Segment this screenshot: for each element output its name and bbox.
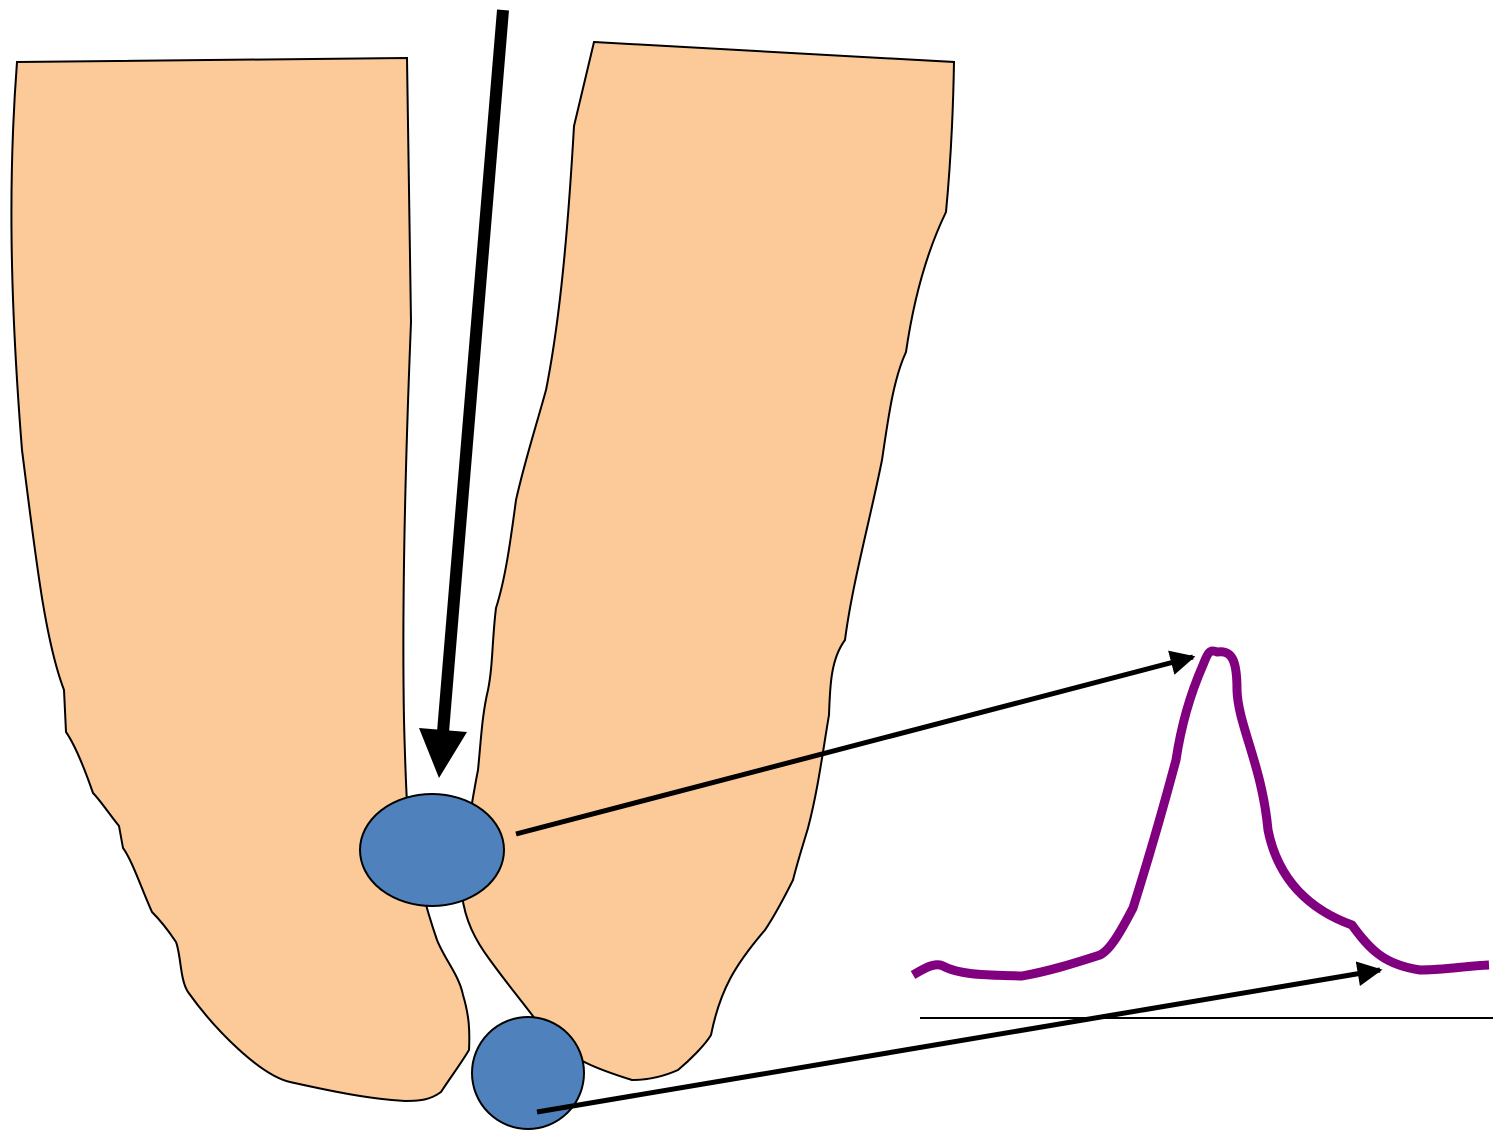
signal-trace xyxy=(910,646,1490,981)
left-lobe xyxy=(10,56,471,1103)
baseline-pointer-arrow xyxy=(536,961,1383,1115)
upper-particle xyxy=(359,793,505,907)
lower-particle xyxy=(471,1016,585,1130)
insertion-arrow xyxy=(419,9,509,778)
peak-pointer-arrow xyxy=(515,650,1196,837)
right-lobe xyxy=(461,40,956,1082)
